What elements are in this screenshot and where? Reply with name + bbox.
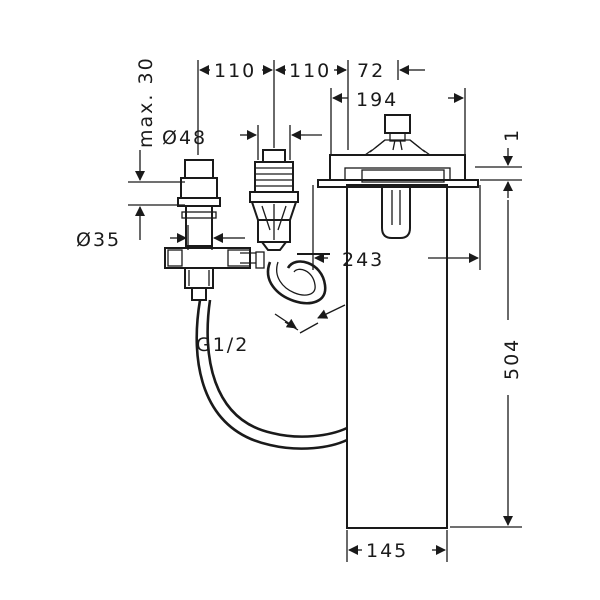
dim-504 <box>450 200 522 528</box>
dim-g12-label: G1/2 <box>196 334 249 356</box>
left-valve <box>164 159 256 301</box>
dim-dia48-label: Ø48 <box>162 127 207 149</box>
dim-72: 72 <box>357 60 385 82</box>
dim-g12 <box>274 304 346 334</box>
dim-145-label: 145 <box>366 540 408 562</box>
dim-110-left: 110 <box>214 60 256 82</box>
dim-194-label: 194 <box>356 89 398 111</box>
dim-194 <box>330 88 466 155</box>
dim-dia48 <box>240 125 322 160</box>
dim-243-label: 243 <box>342 249 384 271</box>
spout-head <box>317 114 479 239</box>
dim-145 <box>346 530 448 562</box>
dim-1-label: 1 <box>501 128 523 142</box>
dim-504-label: 504 <box>501 338 523 380</box>
spout-housing <box>346 184 448 529</box>
connector-loop <box>266 253 330 305</box>
dim-110-right: 110 <box>289 60 331 82</box>
dim-max30-label: max. 30 <box>135 56 157 148</box>
dim-dia35 <box>170 225 245 250</box>
dim-max30 <box>128 150 185 240</box>
dim-dia35-label: Ø35 <box>76 229 121 251</box>
dim-top-widths <box>197 60 425 155</box>
dim-243 <box>312 185 481 270</box>
flexible-hose <box>195 299 348 450</box>
dim-1 <box>475 148 522 198</box>
center-valve <box>249 149 299 269</box>
